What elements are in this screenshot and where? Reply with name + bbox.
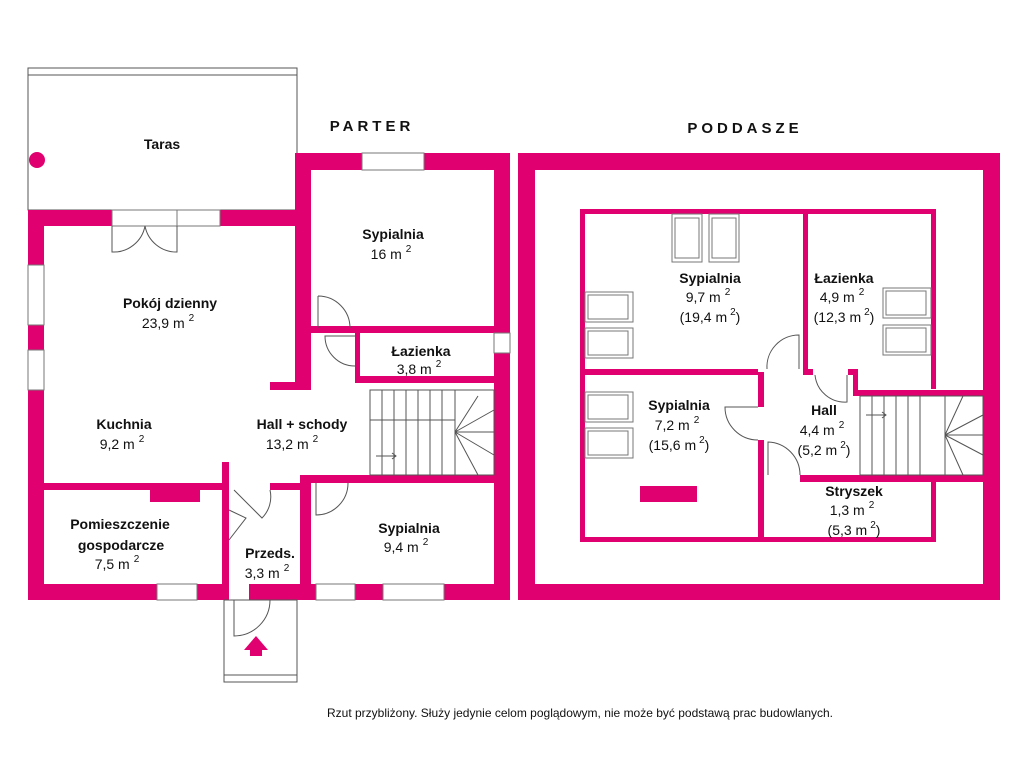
room-label-taras: Taras — [144, 136, 181, 152]
staircase — [369, 389, 495, 476]
window — [27, 264, 45, 326]
room-label-sypialnia-16: Sypialnia — [362, 226, 424, 242]
parter-title: PARTER — [330, 118, 415, 135]
room-label-sypialnia-9-7: Sypialnia — [679, 270, 741, 286]
room-label-pokoj-dzienny: Pokój dzienny — [123, 295, 217, 311]
window — [176, 209, 221, 227]
stairs-direction-arrow-icon — [866, 411, 887, 419]
room-label-sypialnia-7-2: Sypialnia — [648, 397, 710, 413]
terrace-post-icon — [29, 152, 45, 168]
room-label-sypialnia-9-4: Sypialnia — [378, 520, 440, 536]
room-label-przeds: Przeds. — [245, 545, 295, 561]
entrance-porch — [223, 599, 298, 683]
window — [156, 583, 198, 601]
poddasze-title: PODDASZE — [687, 120, 802, 137]
poddasze-doors — [724, 334, 848, 476]
window — [315, 583, 356, 601]
window — [361, 152, 425, 171]
room-label-gospodarcze: gospodarcze — [78, 537, 165, 553]
room-label-lazienka: Łazienka — [391, 343, 450, 359]
window — [382, 583, 445, 601]
stairs-direction-arrow-icon — [376, 452, 397, 460]
room-label-hall-schody: Hall + schody — [257, 416, 348, 432]
poddasze-walls — [518, 153, 1000, 600]
entrance-arrow-icon — [244, 636, 268, 656]
parter-doors — [111, 225, 356, 637]
window — [493, 332, 511, 354]
room-label-kuchnia: Kuchnia — [96, 416, 151, 432]
disclaimer-note: Rzut przybliżony. Służy jedynie celom po… — [327, 706, 833, 720]
terrace-door — [111, 209, 178, 227]
poddasze-staircase — [859, 395, 984, 476]
parter-walls — [28, 153, 510, 600]
chimney — [640, 486, 697, 502]
parter-windows — [27, 152, 511, 601]
roof-windows — [584, 213, 932, 459]
room-label-pomieszczenie: Pomieszczenie — [70, 516, 170, 532]
window — [27, 349, 45, 391]
room-label-lazienka-poddasze: Łazienka — [814, 270, 873, 286]
entrance-door-gap — [229, 584, 249, 600]
room-label-stryszek: Stryszek — [825, 483, 883, 499]
room-label-hall-poddasze: Hall — [811, 402, 837, 418]
